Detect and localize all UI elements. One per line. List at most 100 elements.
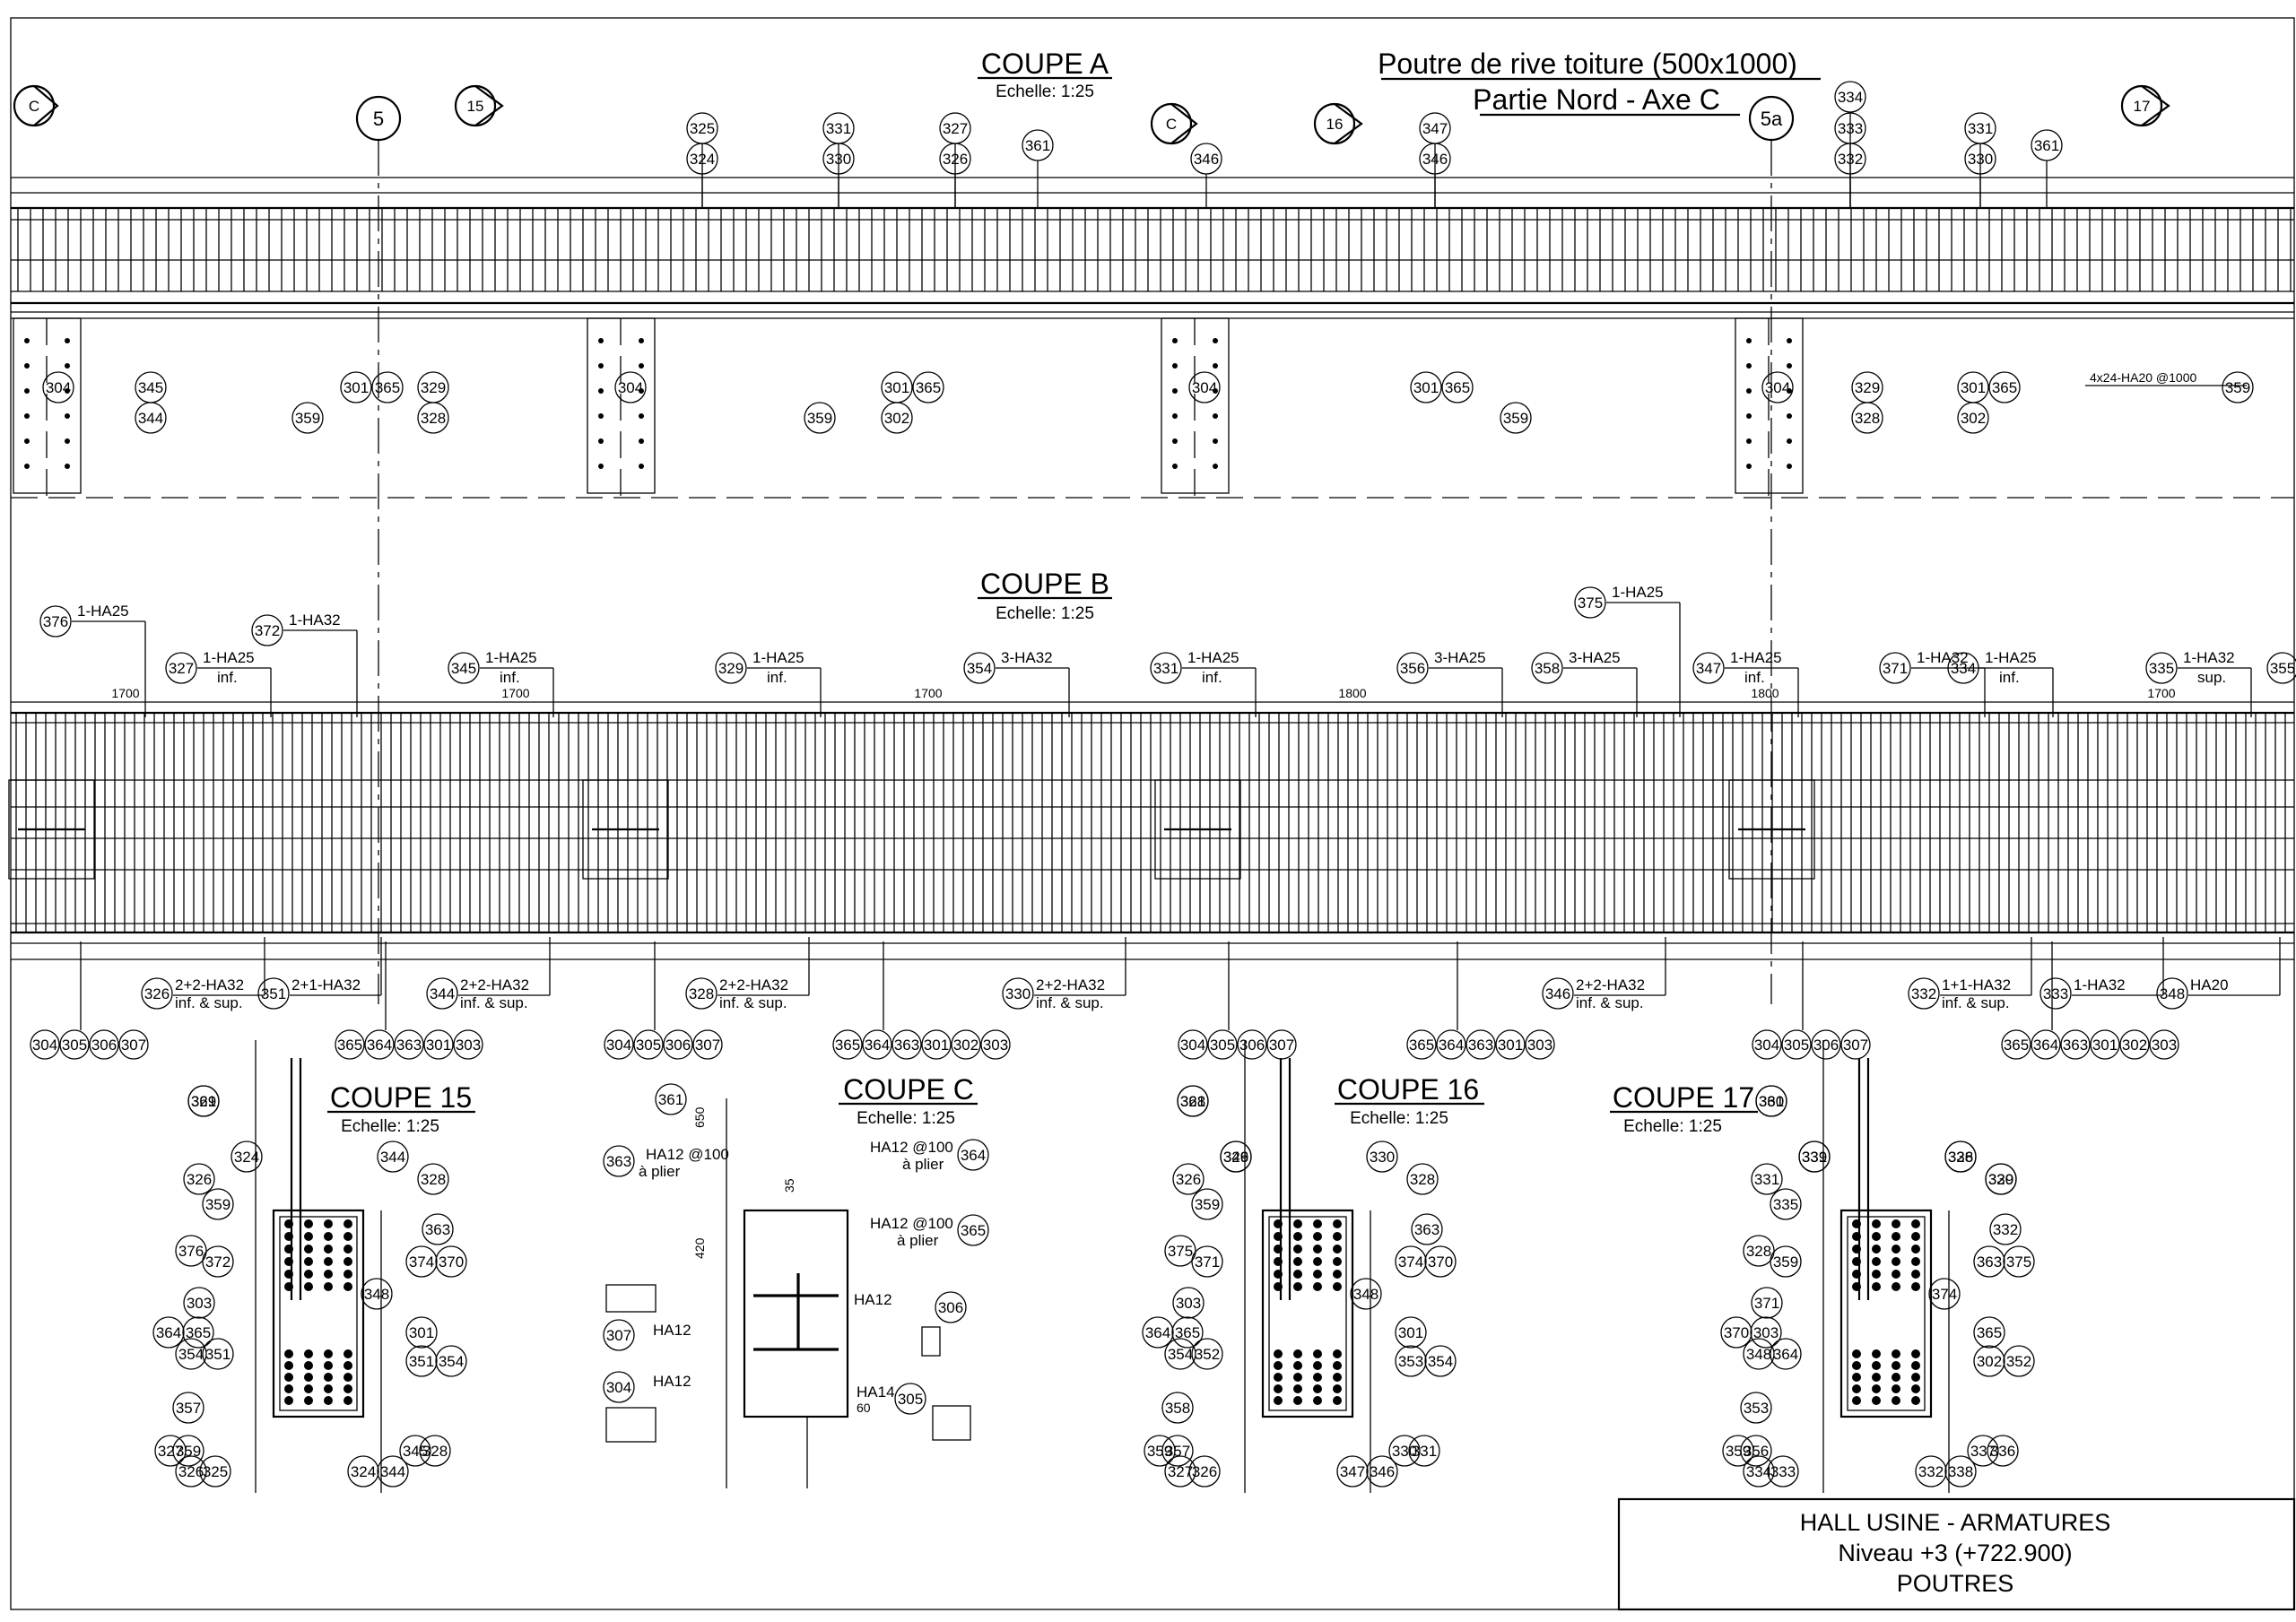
dimension-value: 1800 (1338, 686, 1366, 700)
callout-tag-number: 339 (1802, 1149, 1827, 1166)
rebar-dot (1333, 1361, 1342, 1370)
callout-tag: 332 (1915, 1455, 1947, 1488)
column-node (8, 779, 95, 880)
rebar-dot (1333, 1384, 1342, 1393)
rebar-label-sub: inf. & sup. (460, 994, 528, 1011)
rebar-dot (1333, 1373, 1342, 1382)
column-bar (639, 438, 644, 444)
callout-tag-number: 325 (203, 1463, 228, 1480)
callout-tag-number: 301 (884, 379, 909, 396)
callout-tag-number: 356 (1744, 1443, 1769, 1460)
rebar-dot (1911, 1349, 1920, 1358)
callout-tag-number: 336 (1948, 1149, 1973, 1166)
callout-tag: 326 (1188, 1455, 1221, 1488)
callout-tag: 307 (1840, 1029, 1871, 1060)
rebar-dot (1313, 1349, 1322, 1358)
callout-tag: 361 (1022, 129, 1054, 161)
callout-tag-number: 355 (2270, 660, 2295, 677)
callout-tag: 306 (935, 1291, 967, 1323)
rebar-dot (324, 1245, 333, 1253)
coupe-16-scale: Echelle: 1:25 (1350, 1109, 1448, 1128)
callout-tag-number: 363 (2063, 1037, 2088, 1054)
callout-tag-number: 359 (1195, 1196, 1220, 1213)
column-bar (65, 438, 70, 444)
rebar-dot (344, 1361, 352, 1370)
callout-tag-number: 363 (396, 1037, 422, 1054)
callout-tag: 301 (340, 371, 372, 403)
callout-tag-number: 304 (606, 1037, 631, 1054)
callout-tag: 346 (1419, 143, 1451, 175)
rebar-label-sub: inf. (1744, 669, 1765, 686)
callout-tag-number: 306 (1813, 1037, 1839, 1054)
callout-tag: 355 (2266, 652, 2296, 684)
rebar-dot (284, 1232, 293, 1241)
callout-tag: 331 (1964, 112, 1996, 144)
callout-tag: 307 (1266, 1029, 1297, 1060)
rebar-dot (1852, 1282, 1861, 1291)
coupe-c-title: COUPE C (843, 1073, 974, 1106)
rebar-dot (1293, 1373, 1302, 1382)
svg-text:HA12: HA12 (653, 1373, 691, 1390)
callout-tag: 335 (2145, 652, 2178, 684)
callout-tag-number: 304 (606, 1379, 631, 1396)
callout-tag-number: 375 (1578, 594, 1603, 612)
svg-text:HA14: HA14 (857, 1383, 895, 1401)
callout-tag-number: 301 (1498, 1037, 1523, 1054)
callout-tag-number: 361 (191, 1093, 216, 1110)
callout-tag-number: 307 (1269, 1037, 1294, 1054)
callout-tag: 365 (182, 1316, 214, 1349)
rebar-dot (1333, 1270, 1342, 1279)
title-block-level: Niveau +3 (+722.900) (1838, 1540, 2072, 1566)
coupe-b-top-labels: 3761-HA253721-HA323271-HA25inf.3451-HA25… (39, 584, 2296, 717)
callout-tag-number: 346 (1422, 151, 1448, 168)
callout-tag: 328 (1743, 1235, 1775, 1267)
callout-tag: 327 (165, 652, 197, 684)
callout-tag-number: 336 (1990, 1443, 2015, 1460)
column-bar (1213, 388, 1218, 394)
callout-tag-number: 345 (451, 660, 476, 677)
rebar-dot (1892, 1257, 1900, 1266)
callout-tag-number: 344 (138, 410, 163, 427)
callout-tag-number: 335 (2149, 660, 2174, 677)
callout-tag: 329 (417, 371, 449, 403)
callout-tag: 330 (1388, 1435, 1421, 1467)
rebar-dot (1333, 1396, 1342, 1405)
rebar-dot (1872, 1373, 1881, 1382)
callout-tag: 345 (448, 652, 480, 684)
callout-tag-number: 371 (1195, 1253, 1220, 1271)
beam-outline (272, 1209, 365, 1418)
callout-tag: 363 (1411, 1213, 1443, 1245)
callout-tag-number: 332 (1993, 1221, 2018, 1238)
callout-tag-number: 304 (46, 379, 71, 396)
column-bar (1746, 413, 1752, 419)
rebar-dot (344, 1270, 352, 1279)
callout-tag: 336 (1987, 1435, 2019, 1467)
callout-tag-number: 364 (865, 1037, 890, 1054)
callout-tag: 334 (1947, 652, 1979, 684)
callout-tag-number: 357 (176, 1400, 201, 1417)
callout-tag-number: 359 (176, 1443, 201, 1460)
callout-tag: 305 (1207, 1029, 1238, 1060)
rebar-dot (324, 1384, 333, 1393)
callout-tag-number: 307 (695, 1037, 720, 1054)
rebar-dot (344, 1245, 352, 1253)
callout-tag: 326 (141, 977, 173, 1010)
callout-tag-number: 326 (178, 1463, 204, 1480)
callout-tag: 364 (364, 1029, 395, 1060)
rebar-dot (1911, 1361, 1920, 1370)
callout-tag: 345 (399, 1435, 431, 1467)
callout-tag: 363 (1973, 1245, 2005, 1278)
rebar-dot (324, 1396, 333, 1405)
callout-tag-number: 359 (205, 1196, 230, 1213)
callout-tag: 330 (822, 143, 855, 175)
rebar-dot (1911, 1282, 1920, 1291)
column-bar (1746, 438, 1752, 444)
callout-tag: 334 (1743, 1455, 1775, 1488)
callout-tag-number: 365 (961, 1222, 986, 1239)
drawing-title-line2: Partie Nord - Axe C (1473, 83, 1720, 116)
callout-tag: 357 (1161, 1435, 1194, 1467)
beam-outline (743, 1209, 849, 1418)
callout-tag: 327 (1164, 1455, 1196, 1488)
callout-tag: 346 (1366, 1455, 1398, 1488)
